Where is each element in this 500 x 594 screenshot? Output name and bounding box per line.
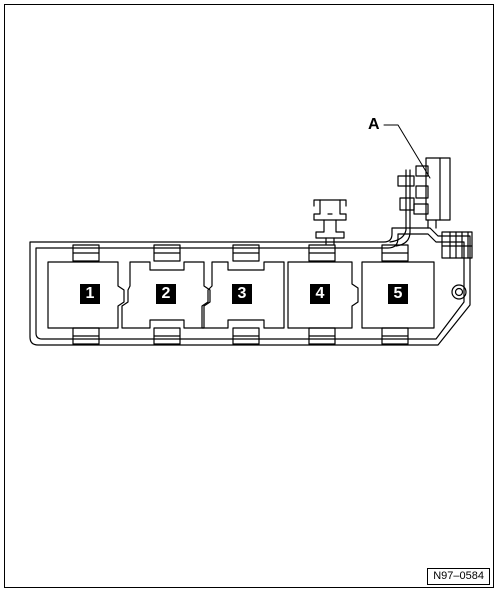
relay-label-4: 4	[310, 284, 330, 304]
connector-a	[389, 157, 451, 247]
relay-slot-5	[361, 244, 435, 345]
fuse-strip	[441, 231, 473, 259]
mounting-eye-hole	[454, 287, 464, 297]
retaining-clip	[313, 199, 347, 245]
relay-label-1: 1	[80, 284, 100, 304]
relay-label-5: 5	[388, 284, 408, 304]
relay-slot-1	[47, 244, 125, 345]
relay-carrier-outline	[29, 227, 471, 346]
callout-leader	[383, 124, 431, 179]
relay-slot-4	[287, 244, 359, 345]
relay-label-3: 3	[232, 284, 252, 304]
mounting-eye	[451, 284, 467, 300]
figure-frame	[4, 4, 494, 588]
relay-slot-3	[201, 244, 285, 345]
figure-reference-code: N97–0584	[427, 568, 490, 585]
callout-label-a: A	[368, 116, 380, 133]
relay-label-2: 2	[156, 284, 176, 304]
